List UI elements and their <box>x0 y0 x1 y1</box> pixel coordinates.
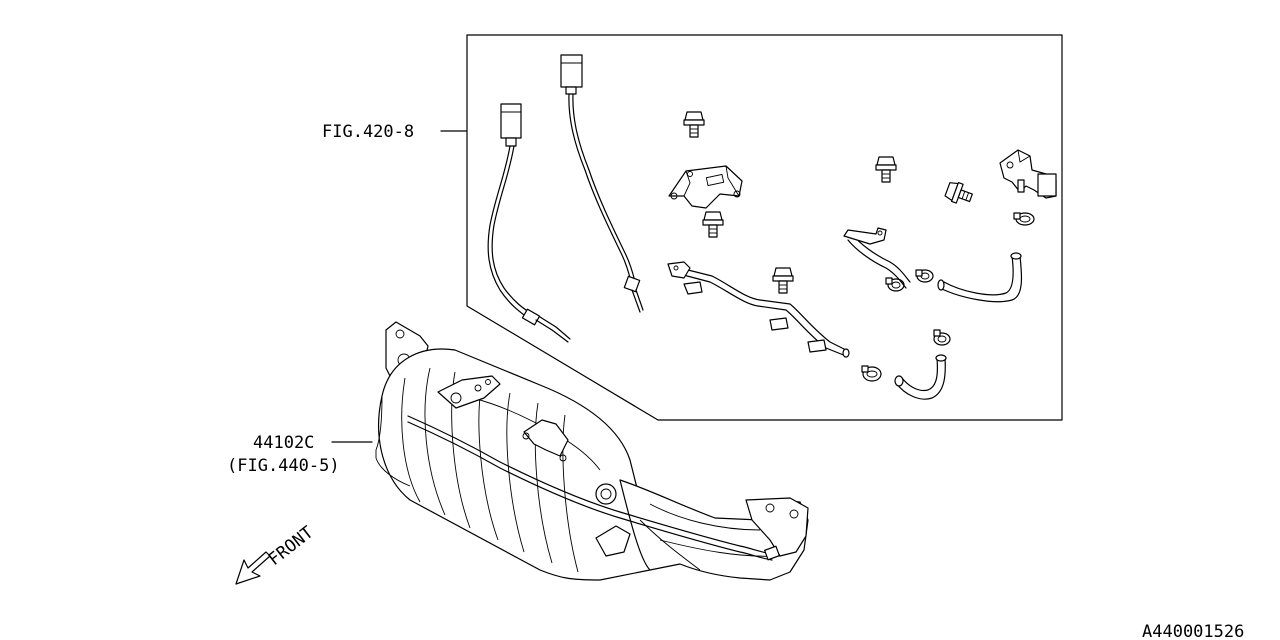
hose-upper[interactable] <box>937 252 1023 303</box>
front-label: FRONT <box>265 523 318 570</box>
hose-clamp-3[interactable] <box>885 277 905 292</box>
part-number-label[interactable]: 44102C <box>253 433 314 453</box>
hose-clamp-4[interactable] <box>933 329 951 346</box>
bolt-3[interactable] <box>702 211 724 238</box>
front-arrow-icon <box>235 551 271 585</box>
callout-box <box>466 34 1063 421</box>
hose-clamp-2[interactable] <box>915 269 934 283</box>
catalytic-converter[interactable] <box>375 321 809 581</box>
pressure-sensor[interactable] <box>999 149 1057 199</box>
hose-lower[interactable] <box>894 354 947 400</box>
pressure-pipe-upper[interactable] <box>843 227 911 289</box>
bolt-4[interactable] <box>772 267 794 294</box>
exhaust-temp-sensor-2[interactable] <box>560 54 644 313</box>
fig-440-label[interactable]: (FIG.440-5) <box>227 456 340 476</box>
bolt-2[interactable] <box>875 156 897 183</box>
sensor-bracket[interactable] <box>668 165 743 209</box>
bolt-5[interactable] <box>944 180 974 207</box>
diagram-id: A440001526 <box>1142 622 1244 640</box>
exhaust-temp-sensor-1[interactable] <box>487 103 571 343</box>
hose-clamp-1[interactable] <box>1013 212 1035 226</box>
bolt-1[interactable] <box>683 111 705 138</box>
hose-clamp-5[interactable] <box>861 365 882 382</box>
fig-420-label[interactable]: FIG.420-8 <box>322 122 414 142</box>
pressure-pipe-lower[interactable] <box>667 261 850 358</box>
